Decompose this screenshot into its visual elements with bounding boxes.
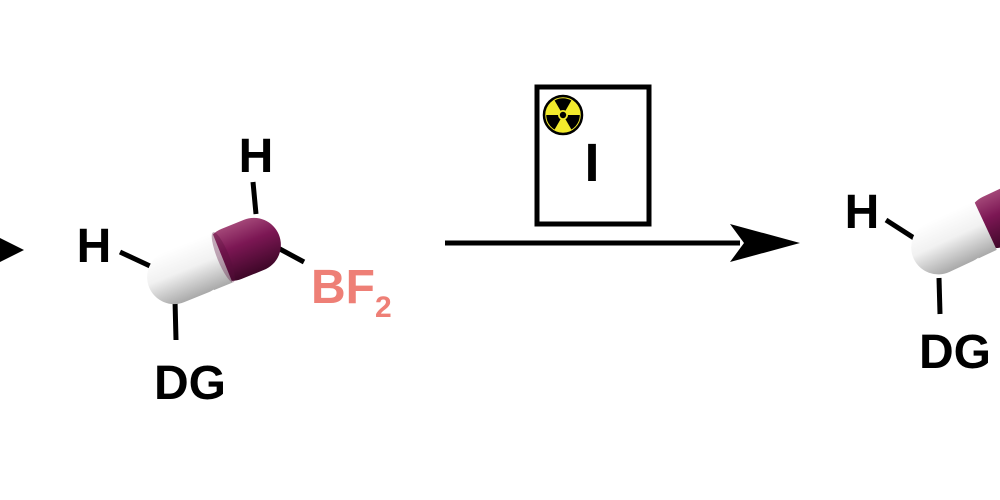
atom-h-top: H — [239, 130, 274, 183]
product-directing-group-label: DG — [919, 326, 991, 379]
product-bond-h-left — [884, 217, 916, 241]
atom-h-left: H — [77, 220, 112, 273]
incoming-arrow-head — [0, 238, 24, 262]
product-bond-dg — [936, 277, 943, 315]
bond-h-left — [118, 249, 152, 269]
product-alkene-capsule — [911, 183, 1000, 275]
reactant-molecule: H H DG BF2 — [77, 130, 392, 410]
reagent-box: I — [534, 84, 652, 227]
boron-group-label: BF2 — [311, 261, 392, 324]
product-atom-h-left: H — [845, 186, 880, 239]
alkene-capsule — [147, 217, 281, 305]
reagent-iodine-symbol: I — [584, 133, 599, 193]
directing-group-label: DG — [154, 357, 226, 410]
boron-subscript: 2 — [375, 291, 392, 324]
product-molecule: H DG — [845, 183, 1000, 379]
bond-boron — [276, 245, 306, 265]
radiation-icon — [542, 94, 584, 136]
reaction-arrow — [445, 224, 800, 262]
boron-group-text: BF — [311, 261, 375, 314]
bond-h-top — [250, 181, 259, 215]
bond-dg — [172, 299, 179, 341]
reaction-arrow-head — [730, 224, 800, 262]
